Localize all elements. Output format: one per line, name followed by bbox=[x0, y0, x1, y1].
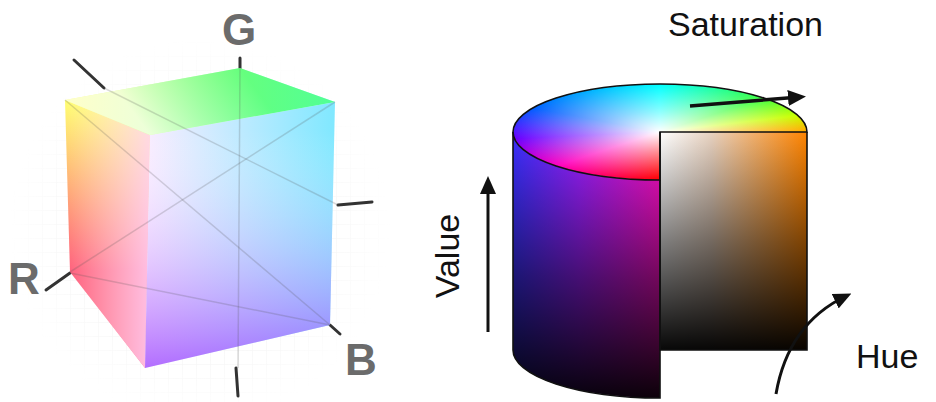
axis-label: G bbox=[222, 6, 256, 54]
axis-label: B bbox=[345, 336, 377, 384]
dimension-label: Hue bbox=[856, 338, 918, 375]
axis-label: R bbox=[8, 255, 40, 303]
dimension-label: Saturation bbox=[668, 6, 823, 43]
dimension-label: Value bbox=[429, 214, 466, 298]
